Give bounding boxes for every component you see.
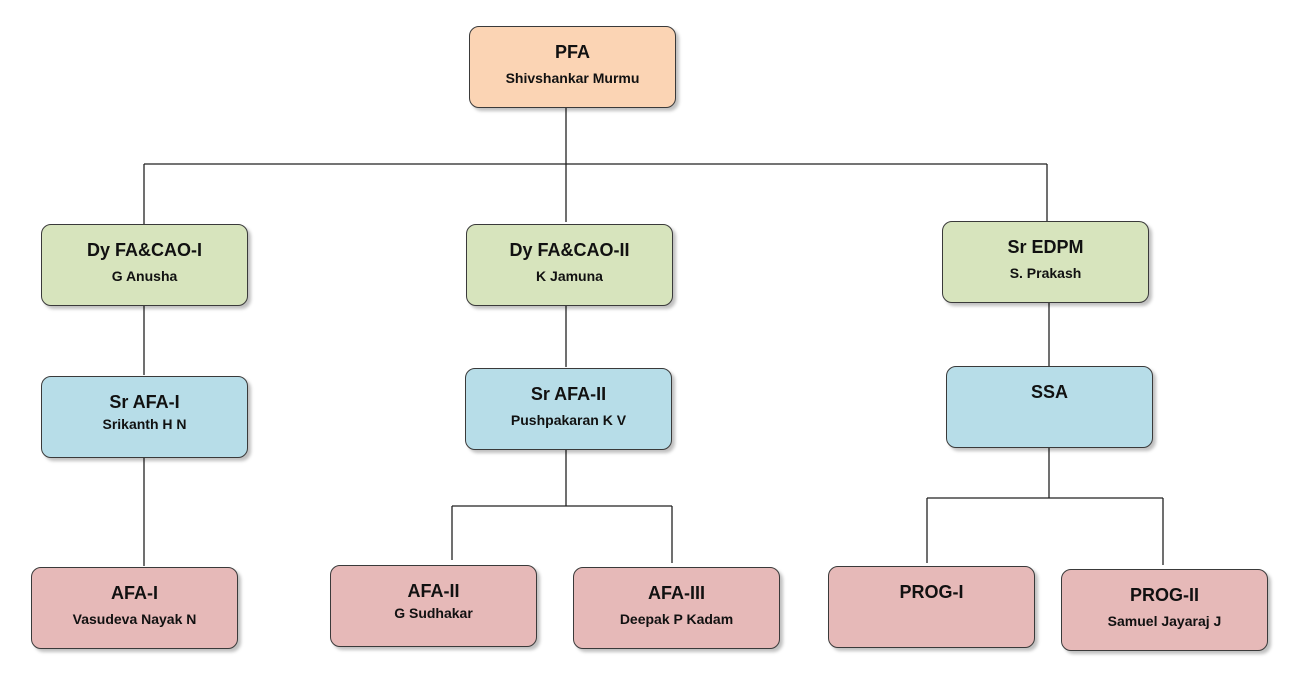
node-afa2-person: G Sudhakar	[394, 605, 473, 621]
node-dyfa1-person: G Anusha	[111, 268, 178, 284]
node-afa2-role: AFA-II	[407, 581, 460, 601]
node-sredpm-person: S. Prakash	[1009, 265, 1082, 281]
node-srafa2-person: Pushpakaran K V	[510, 412, 627, 428]
node-pfa-role: PFA	[554, 42, 590, 62]
node-afa3: AFA-III Deepak P Kadam	[573, 567, 780, 649]
node-afa1-person: Vasudeva Nayak N	[72, 611, 197, 627]
node-ssa-role: SSA	[1030, 382, 1068, 402]
node-dyfa1-role: Dy FA&CAO-I	[86, 240, 202, 260]
node-prog2-role: PROG-II	[1129, 585, 1199, 605]
node-afa1-role: AFA-I	[111, 583, 158, 603]
node-dyfa2: Dy FA&CAO-II K Jamuna	[466, 224, 673, 306]
node-dyfa2-person: K Jamuna	[536, 268, 603, 284]
node-srafa1-role: Sr AFA-I	[109, 392, 180, 412]
node-afa3-person: Deepak P Kadam	[619, 611, 734, 627]
node-sredpm: Sr EDPM S. Prakash	[942, 221, 1149, 303]
node-srafa2-role: Sr AFA-II	[530, 384, 607, 404]
node-afa3-role: AFA-III	[648, 583, 705, 603]
node-prog2-person: Samuel Jayaraj J	[1107, 613, 1222, 629]
node-pfa: PFA Shivshankar Murmu	[469, 26, 676, 108]
node-prog1: PROG-I	[828, 566, 1035, 648]
node-afa1: AFA-I Vasudeva Nayak N	[31, 567, 238, 649]
node-srafa2: Sr AFA-II Pushpakaran K V	[465, 368, 672, 450]
node-prog1-role: PROG-I	[899, 582, 964, 602]
node-sredpm-role: Sr EDPM	[1007, 237, 1084, 257]
node-ssa: SSA	[946, 366, 1153, 448]
node-dyfa2-role: Dy FA&CAO-II	[509, 240, 630, 260]
node-srafa1: Sr AFA-I Srikanth H N	[41, 376, 248, 458]
node-prog2: PROG-II Samuel Jayaraj J	[1061, 569, 1268, 651]
node-pfa-person: Shivshankar Murmu	[505, 70, 640, 86]
node-dyfa1: Dy FA&CAO-I G Anusha	[41, 224, 248, 306]
node-afa2: AFA-II G Sudhakar	[330, 565, 537, 647]
node-srafa1-person: Srikanth H N	[102, 416, 187, 432]
